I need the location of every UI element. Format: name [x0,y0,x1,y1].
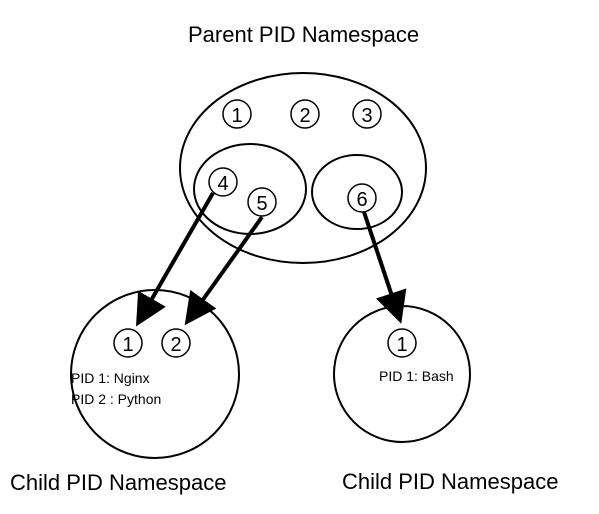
arrow-6-to-1 [362,211,407,324]
child-left-pid-2: 2 [161,328,191,358]
arrow-5-to-2 [184,215,264,326]
parent-pid-3: 3 [352,99,382,129]
pid-number: 1 [231,105,242,127]
pid-number: 1 [396,334,407,356]
group-b-ellipse [311,154,403,230]
arrow-4-to-1 [136,192,215,327]
parent-pid-4: 4 [208,167,238,197]
parent-namespace-ellipse [179,72,427,264]
parent-pid-5: 5 [247,187,277,217]
child-right-pid-1: 1 [387,328,417,358]
parent-pid-2: 2 [290,99,320,129]
pid-number: 6 [356,189,367,211]
child-namespace-right-title: Child PID Namespace [342,469,559,494]
pid-number: 3 [361,105,372,127]
pid-number: 2 [170,334,181,356]
child-left-pid-1: 1 [113,328,143,358]
pid-number: 1 [122,334,133,356]
parent-namespace-title: Parent PID Namespace [188,22,420,47]
parent-pid-1: 1 [222,99,252,129]
child-left-label-1: PID 1: Nginx [71,370,150,386]
child-left-label-2: PID 2 : Python [71,391,161,407]
child-right-label-1: PID 1: Bash [379,368,454,384]
pid-number: 2 [299,105,310,127]
parent-pid-6: 6 [347,183,377,213]
pid-number: 5 [256,193,267,215]
child-namespace-left-title: Child PID Namespace [10,470,227,495]
pid-number: 4 [217,173,228,195]
